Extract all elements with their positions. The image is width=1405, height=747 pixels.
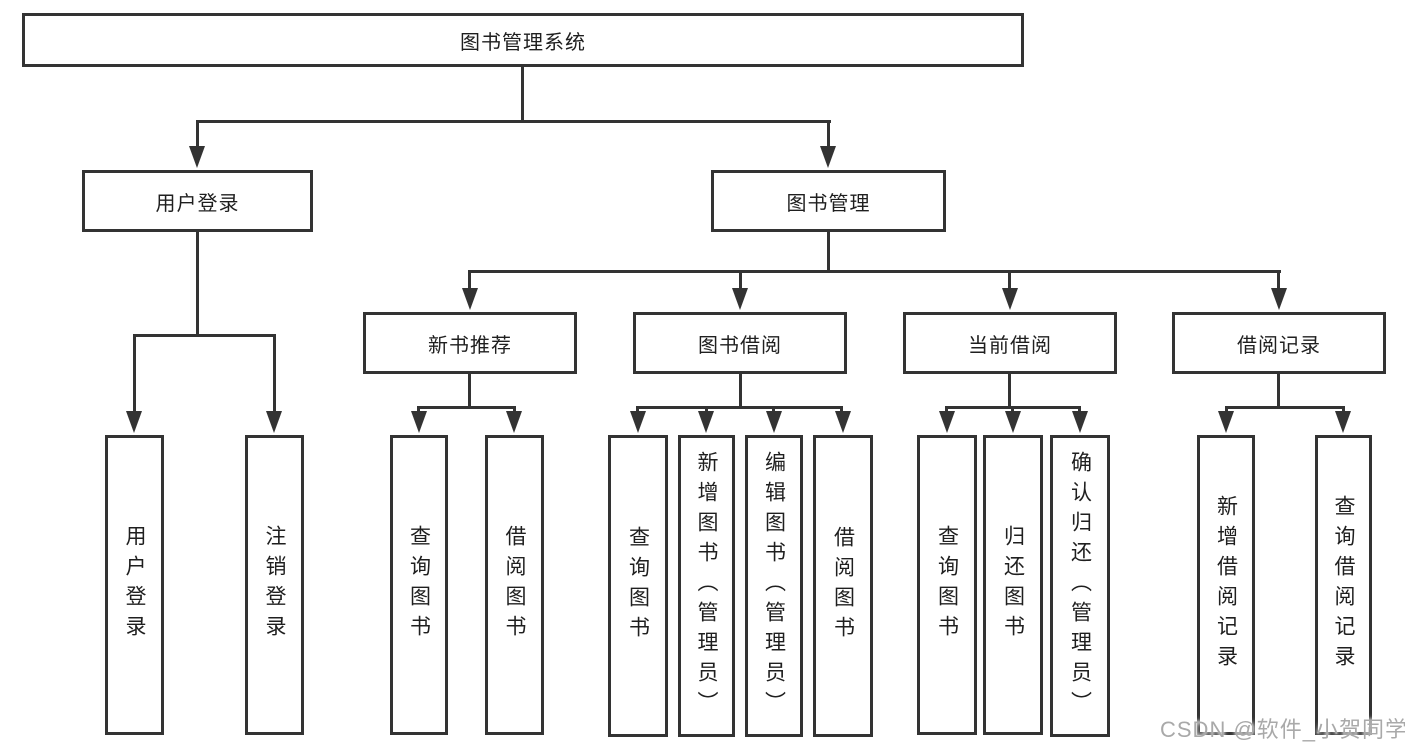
node-leaf-br-add-record: 新增借阅记录 [1197, 435, 1255, 735]
arrow-down-bb-add [698, 411, 714, 433]
connector-stem-leaf-logout [273, 334, 276, 414]
connector-book-management-stem [827, 232, 830, 272]
leaf-label: 借阅图书 [831, 526, 855, 646]
arrow-down-cb-query [939, 411, 955, 433]
arrow-down-new-book [462, 288, 478, 310]
connector-user-login-stem [196, 232, 199, 336]
node-leaf-nb-query-books: 查询图书 [390, 435, 448, 735]
node-book-management-label: 图书管理 [786, 192, 871, 215]
arrow-down-bb-edit [766, 411, 782, 433]
arrow-down-bb-query [630, 411, 646, 433]
leaf-label: 借阅图书 [503, 525, 526, 645]
node-leaf-logout: 注销登录 [245, 435, 304, 735]
node-leaf-bb-edit-books-admin: 编辑图书（管理员） [745, 435, 803, 737]
arrow-down-leaf-login [126, 411, 142, 433]
node-book-borrowing-label: 图书借阅 [698, 334, 782, 357]
node-leaf-bb-borrow-books: 借阅图书 [813, 435, 873, 737]
arrow-down-borrow-records [1271, 288, 1287, 310]
node-book-management: 图书管理 [711, 170, 946, 232]
node-user-login: 用户登录 [82, 170, 313, 232]
arrow-down-nb-query [411, 411, 427, 433]
connector-stem-new-book [468, 270, 471, 292]
node-leaf-nb-borrow-books: 借阅图书 [485, 435, 544, 735]
node-current-borrowing: 当前借阅 [903, 312, 1117, 374]
leaf-label: 归还图书 [1001, 525, 1025, 645]
node-borrow-records: 借阅记录 [1172, 312, 1386, 374]
node-leaf-br-query-record: 查询借阅记录 [1315, 435, 1372, 735]
connector-user-login-branch [133, 334, 276, 337]
connector-book-borrowing-branch [636, 406, 843, 409]
node-leaf-user-login: 用户登录 [105, 435, 164, 735]
connector-stem-current-borrowing [1008, 270, 1011, 292]
node-leaf-cb-return-books: 归还图书 [983, 435, 1043, 735]
leaf-label: 查询图书 [407, 525, 431, 645]
connector-borrow-records-branch [1225, 406, 1345, 409]
connector-stem-book-borrowing [739, 270, 742, 292]
arrow-down-user-login [189, 146, 205, 168]
connector-new-book-branch [417, 406, 516, 409]
arrow-down-book-borrowing [732, 288, 748, 310]
arrow-down-br-query [1335, 411, 1351, 433]
leaf-label: 查询图书 [935, 525, 959, 645]
leaf-label: 新增借阅记录 [1214, 495, 1238, 675]
connector-book-management-branch [468, 270, 1281, 273]
leaf-label: 用户登录 [123, 525, 146, 645]
connector-borrow-records-stem [1277, 374, 1280, 408]
leaf-label: 注销登录 [263, 525, 286, 645]
connector-current-borrowing-stem [1008, 374, 1011, 408]
node-leaf-cb-confirm-return-admin: 确认归还（管理员） [1050, 435, 1110, 737]
arrow-down-bb-borrow [835, 411, 851, 433]
leaf-label: 确认归还（管理员） [1068, 451, 1092, 721]
leaf-label: 查询图书 [626, 526, 650, 646]
connector-stem-borrow-records [1277, 270, 1280, 292]
arrow-down-book-management [820, 146, 836, 168]
node-new-book-recommend: 新书推荐 [363, 312, 577, 374]
connector-book-borrowing-stem [739, 374, 742, 408]
connector-root-stem [521, 66, 524, 122]
connector-stem-book-management [827, 120, 830, 150]
connector-root-branch [196, 120, 831, 123]
node-new-book-recommend-label: 新书推荐 [428, 334, 512, 357]
arrow-down-cb-confirm [1072, 411, 1088, 433]
node-leaf-bb-query-books: 查询图书 [608, 435, 668, 737]
node-current-borrowing-label: 当前借阅 [968, 334, 1052, 357]
connector-new-book-stem [468, 374, 471, 408]
leaf-label: 查询借阅记录 [1332, 495, 1355, 675]
arrow-down-nb-borrow [506, 411, 522, 433]
connector-stem-user-login [196, 120, 199, 150]
node-leaf-bb-add-books-admin: 新增图书（管理员） [678, 435, 735, 737]
node-borrow-records-label: 借阅记录 [1237, 334, 1321, 357]
node-leaf-cb-query-books: 查询图书 [917, 435, 977, 735]
arrow-down-br-add [1218, 411, 1234, 433]
node-book-borrowing: 图书借阅 [633, 312, 847, 374]
node-root-label: 图书管理系统 [460, 31, 586, 54]
node-user-login-label: 用户登录 [155, 192, 240, 215]
csdn-watermark: CSDN @软件_小贺同学 [1160, 717, 1405, 742]
leaf-label: 新增图书（管理员） [695, 451, 718, 721]
arrow-down-cb-return [1005, 411, 1021, 433]
connector-stem-leaf-login [133, 334, 136, 414]
arrow-down-current-borrowing [1002, 288, 1018, 310]
leaf-label: 编辑图书（管理员） [762, 451, 786, 721]
arrow-down-leaf-logout [266, 411, 282, 433]
node-root: 图书管理系统 [22, 13, 1024, 67]
